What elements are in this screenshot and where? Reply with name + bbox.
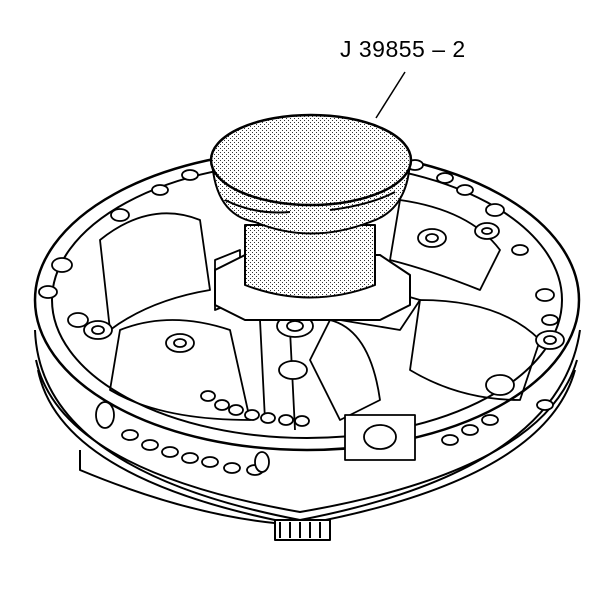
bolt-holes bbox=[38, 156, 565, 476]
seal-installer-tool bbox=[209, 113, 413, 299]
tool-callout-label: J 39855 – 2 bbox=[340, 36, 466, 62]
leader-line bbox=[375, 71, 406, 119]
